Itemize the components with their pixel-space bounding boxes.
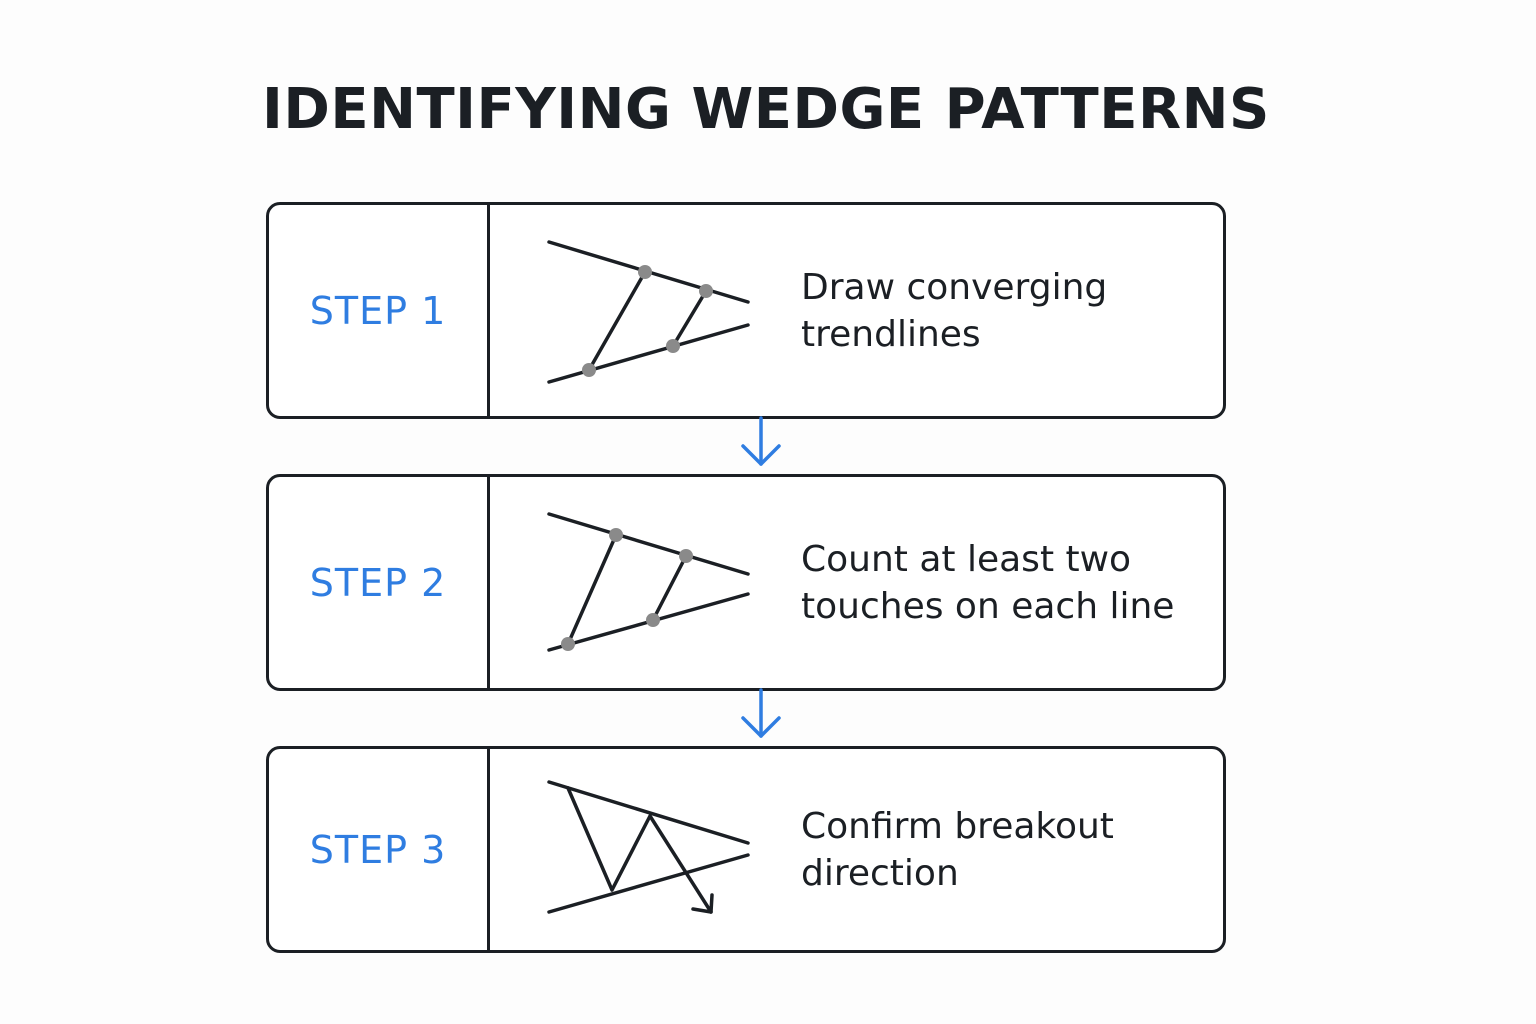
step-divider	[487, 749, 490, 950]
step-card-3: STEP 3 Confirm breakout direction	[266, 746, 1226, 953]
step-label: STEP 1	[309, 288, 447, 333]
down-arrow-icon	[741, 688, 781, 738]
step-card-2: STEP 2 Count at least two touches on eac…	[266, 474, 1226, 691]
page-title: IDENTIFYING WEDGE PATTERNS	[262, 77, 1270, 142]
wedge-touches-icon	[547, 512, 750, 652]
step-label: STEP 3	[309, 827, 447, 872]
wedge-breakout-icon	[547, 780, 750, 914]
step-description: Count at least two touches on each line	[801, 538, 1175, 627]
down-arrow-icon	[741, 416, 781, 466]
step-divider	[487, 205, 490, 416]
step-label: STEP 2	[309, 560, 447, 605]
step-card-1: STEP 1 Draw converging trendlines	[266, 202, 1226, 419]
step-divider	[487, 477, 490, 688]
wedge-trendlines-icon	[547, 240, 750, 384]
step-description: Draw converging trendlines	[801, 266, 1108, 355]
step-description: Confirm breakout direction	[801, 805, 1114, 894]
